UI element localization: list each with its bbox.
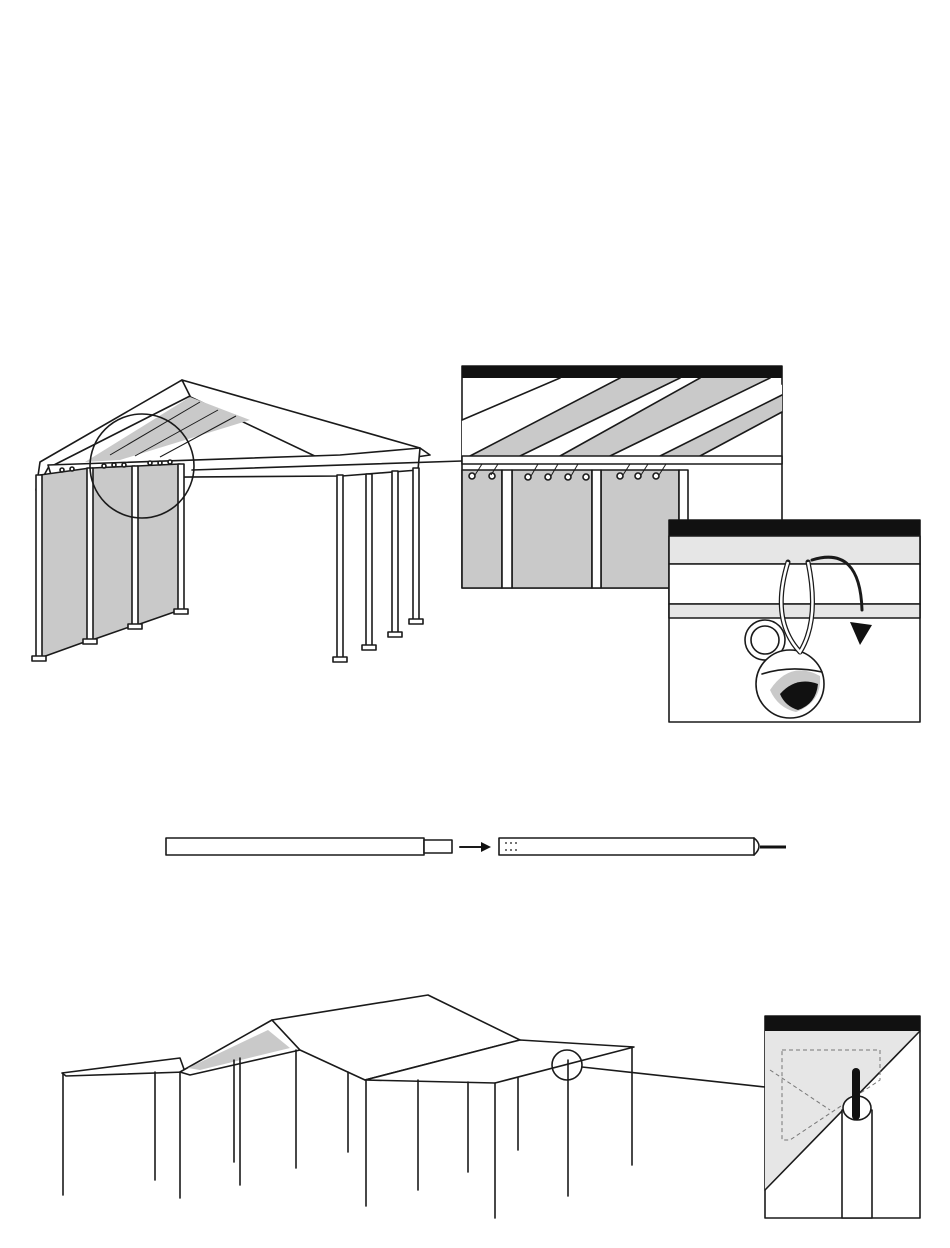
detail-panel-left [462,470,502,588]
left-wing-roof [62,1058,185,1076]
leg-pole-icon [166,838,424,855]
callout-line [582,1067,765,1087]
sidewall-panel-2 [92,466,135,640]
detail-panel-mid [512,470,592,588]
detail-bungee-ball-loop [669,520,920,722]
arrow-right-icon [460,842,491,852]
sidewall-panel-1 [40,468,90,658]
header-bar [462,366,782,378]
leg-extension-illustration [166,838,786,855]
peg-icon [852,1068,860,1120]
canopy-with-sidewall-illustration [32,380,462,662]
extended-canopy-frame-illustration [62,995,765,1218]
header-bar [669,520,920,536]
corner-post [842,1110,872,1218]
sidewall-panel-3 [137,464,180,625]
header-bar [765,1016,920,1031]
rail-band-top [669,536,920,564]
rail-band-bottom [669,604,920,618]
extended-leg-pole [499,838,754,855]
rail-band-mid [669,564,920,604]
detail-panel-right [601,470,679,588]
detail-corner-post-cap [765,1016,920,1218]
bungee-ball-icon [756,650,824,718]
